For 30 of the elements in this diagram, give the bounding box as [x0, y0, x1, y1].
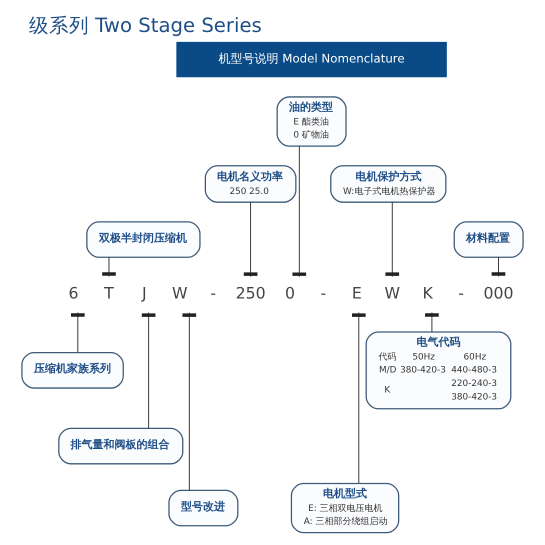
node-text: 6 — [68, 283, 79, 302]
node-text: W — [384, 283, 400, 302]
node-box: 电机保护方式 W:电子式电机热保护器 — [330, 165, 446, 203]
connector — [425, 312, 439, 332]
connector — [352, 312, 366, 484]
node-text: 250 — [236, 283, 266, 302]
node-box: 压缩机家族系列 — [21, 352, 124, 389]
node-text: 0 — [284, 283, 295, 302]
node-box: 排气量和阀板的组合 — [58, 428, 184, 464]
label: 机型号说明 Model Nomenclature — [218, 52, 405, 66]
label: - — [320, 283, 326, 302]
node-box: 电机型式 E: 三相双电压电机 A: 三相部分绕组启动 — [290, 482, 400, 534]
node-box: 油的类型 E 酯类油 0 矿物油 — [276, 96, 347, 147]
node-text: K — [422, 283, 433, 302]
label: - — [458, 283, 464, 302]
connector — [142, 312, 156, 429]
diagram-title: 级系列 Two Stage Series — [28, 14, 262, 38]
node-box: 双极半封闭压缩机 — [86, 221, 201, 258]
node-box: 电机名义功率 250 25.0 — [204, 165, 296, 203]
label: - — [210, 283, 216, 302]
node-box: 电气代码 代码 50Hz 60Hz M/D 380-420-3 440-480-3 K 220-240-3 380-420-3 — [366, 331, 512, 410]
node-text: T — [104, 283, 114, 302]
node-box: 型号改进 — [168, 490, 238, 526]
node-text: 000 — [483, 283, 514, 302]
node-box: 材料配置 — [454, 221, 524, 258]
node-text: J — [142, 283, 147, 302]
node-text: W — [172, 283, 188, 302]
connector — [244, 202, 258, 278]
node-text: E — [352, 283, 362, 302]
connector — [182, 312, 196, 491]
